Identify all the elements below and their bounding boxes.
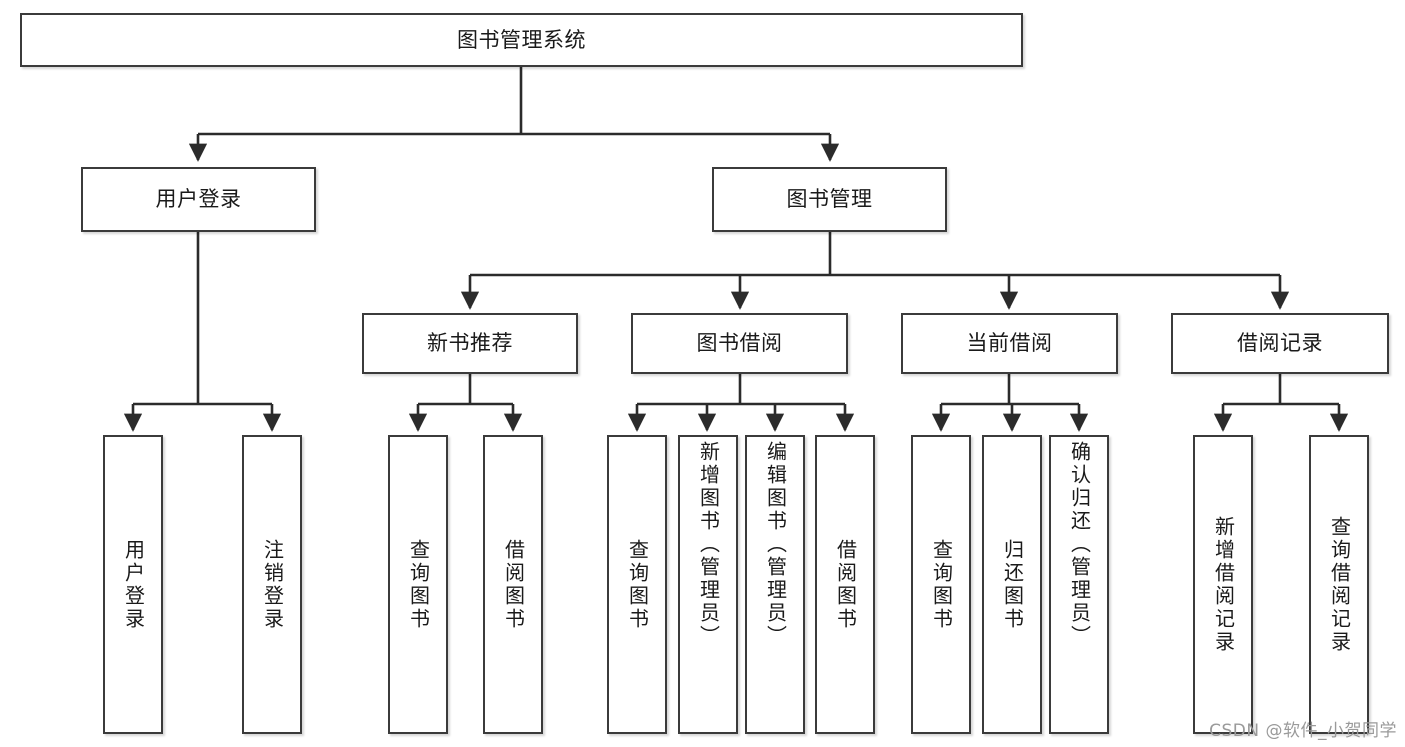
node-borrow-record[interactable]: 借阅记录 [1171, 313, 1389, 374]
node-label: 查询借阅记录 [1327, 515, 1352, 654]
node-leaf-edit-book[interactable]: 编辑图书（管理员） [745, 435, 805, 734]
node-label: 图书借阅 [696, 331, 783, 356]
node-label: 用户登录 [155, 187, 242, 212]
node-leaf-user-login[interactable]: 用户登录 [103, 435, 163, 734]
node-label: 归还图书 [1000, 538, 1025, 631]
node-leaf-query-borrow-record[interactable]: 查询借阅记录 [1309, 435, 1369, 734]
node-label: 当前借阅 [966, 331, 1053, 356]
node-leaf-logout-login[interactable]: 注销登录 [242, 435, 302, 734]
node-current-borrow[interactable]: 当前借阅 [901, 313, 1118, 374]
node-label: 借阅记录 [1237, 331, 1323, 356]
node-root-system[interactable]: 图书管理系统 [20, 13, 1023, 67]
node-label: 查询图书 [929, 538, 954, 631]
node-label: 新增图书（管理员） [696, 441, 721, 648]
node-book-manage[interactable]: 图书管理 [712, 167, 947, 232]
node-leaf-borrow-book-recommend[interactable]: 借阅图书 [483, 435, 543, 734]
node-label: 确认归还（管理员） [1067, 441, 1092, 648]
node-label: 查询图书 [406, 538, 431, 631]
node-label: 借阅图书 [833, 538, 858, 631]
node-leaf-borrow-book[interactable]: 借阅图书 [815, 435, 875, 734]
node-leaf-query-book-borrow[interactable]: 查询图书 [607, 435, 667, 734]
node-leaf-query-book-current[interactable]: 查询图书 [911, 435, 971, 734]
node-book-borrow[interactable]: 图书借阅 [631, 313, 848, 374]
node-label: 查询图书 [625, 538, 650, 631]
node-label: 新增借阅记录 [1211, 515, 1236, 654]
node-leaf-add-borrow-record[interactable]: 新增借阅记录 [1193, 435, 1253, 734]
node-leaf-return-book[interactable]: 归还图书 [982, 435, 1042, 734]
node-label: 借阅图书 [501, 538, 526, 631]
node-label: 注销登录 [260, 538, 285, 631]
node-label: 新书推荐 [427, 331, 513, 356]
node-leaf-query-book-recommend[interactable]: 查询图书 [388, 435, 448, 734]
node-label: 用户登录 [121, 538, 146, 631]
node-label: 图书管理 [786, 187, 873, 212]
node-leaf-add-book[interactable]: 新增图书（管理员） [678, 435, 738, 734]
node-user-login[interactable]: 用户登录 [81, 167, 316, 232]
node-label: 编辑图书（管理员） [763, 441, 788, 648]
node-leaf-confirm-return[interactable]: 确认归还（管理员） [1049, 435, 1109, 734]
node-new-book-recommend[interactable]: 新书推荐 [362, 313, 578, 374]
node-label: 图书管理系统 [457, 27, 586, 52]
watermark: CSDN @软件_小贺同学 [1209, 721, 1397, 741]
